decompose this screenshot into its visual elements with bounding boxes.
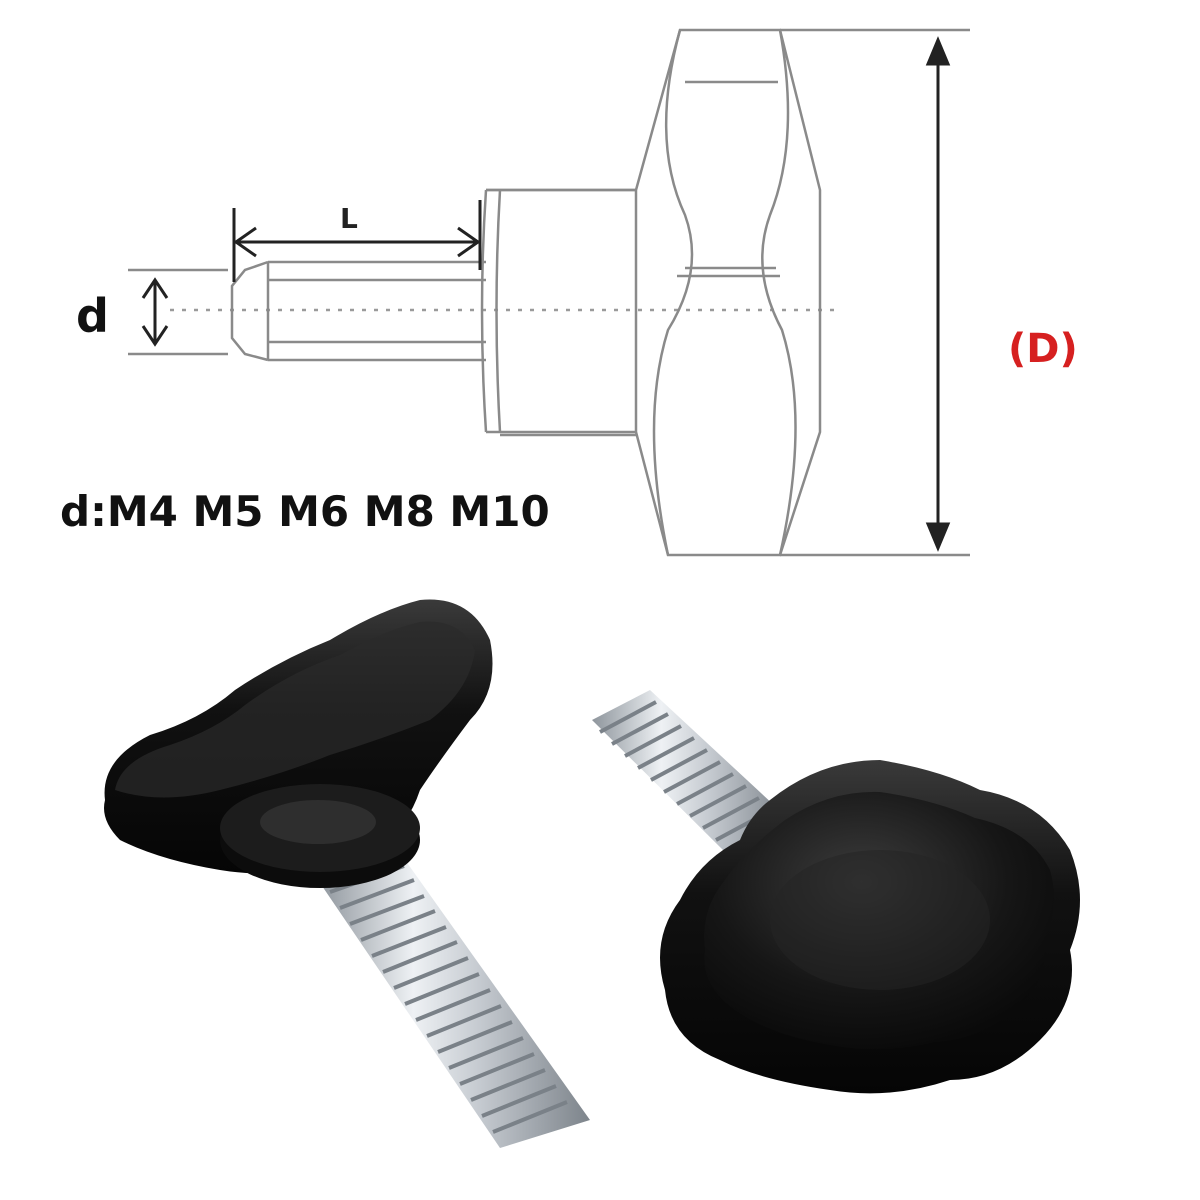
knob-hub xyxy=(480,188,636,437)
knob-profile xyxy=(634,28,822,557)
dimension-arrows xyxy=(141,36,951,552)
left-knob-top xyxy=(115,621,475,798)
right-knob-screw xyxy=(592,690,1080,1094)
thread-sizes-label: d:M4 M5 M6 M8 M10 xyxy=(60,487,550,536)
technical-drawing xyxy=(128,28,970,557)
right-threaded-rod xyxy=(592,690,790,855)
left-threaded-rod xyxy=(318,850,590,1148)
label-L: L xyxy=(340,202,358,235)
white-corner xyxy=(1060,1100,1200,1200)
screw-shank xyxy=(230,260,486,362)
label-D: (D) xyxy=(1008,326,1078,372)
left-knob-screw xyxy=(104,599,590,1148)
label-d: d xyxy=(76,289,109,343)
